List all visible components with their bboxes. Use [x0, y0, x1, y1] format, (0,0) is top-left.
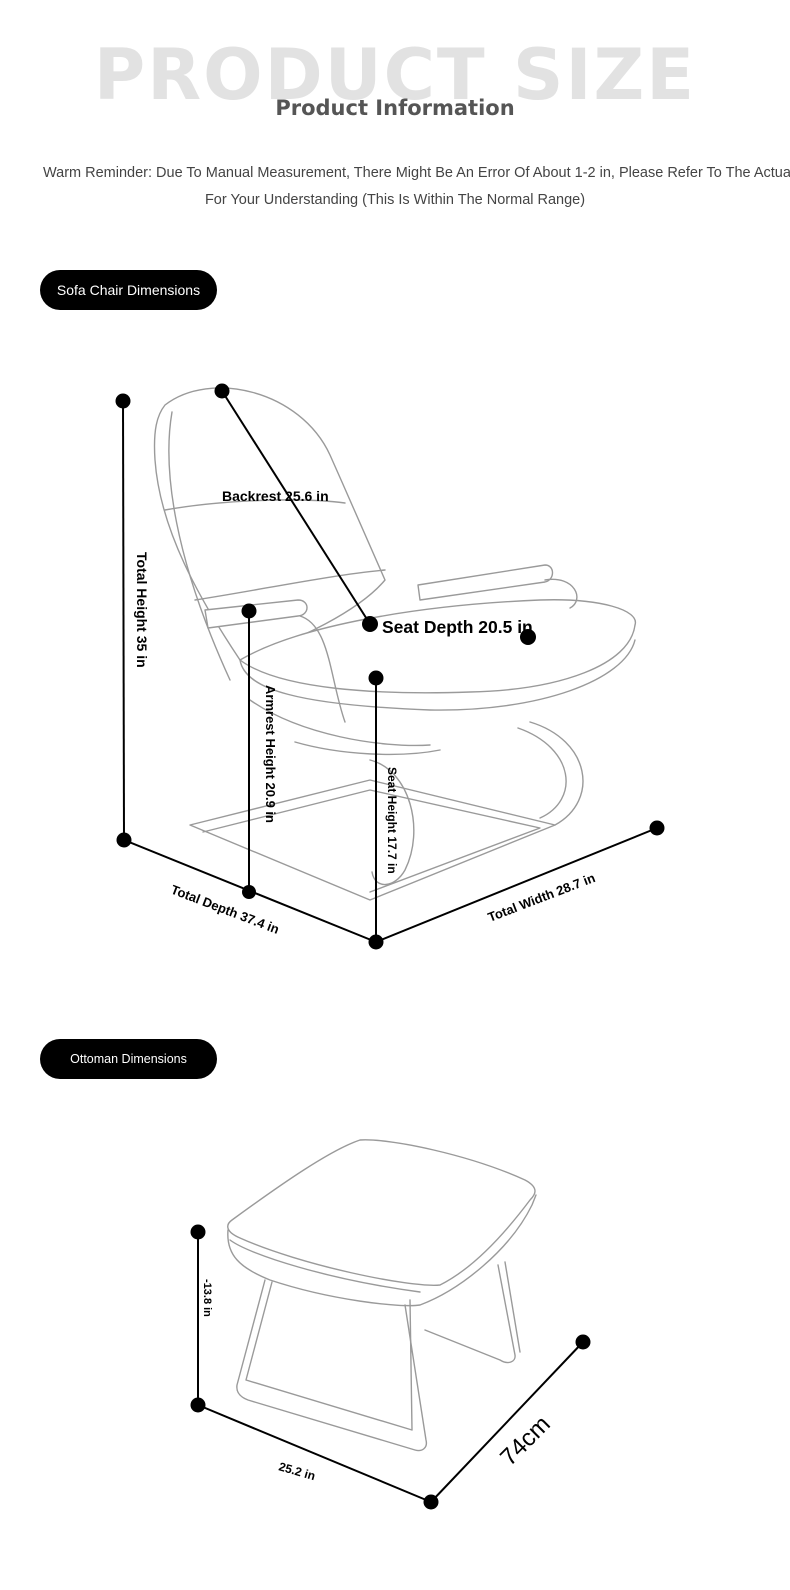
sofa-bolster: [369, 759, 415, 886]
total-width-end-dot: [649, 820, 665, 836]
sofa-backrest-edge: [168, 411, 231, 681]
sofa-right-arm-loop: [544, 578, 578, 609]
reminder-line-2: For Your Understanding (This Is Within T…: [204, 192, 586, 208]
sofa-base-frame-inner: [202, 789, 541, 893]
ottoman-section-label: Ottoman Dimensions: [40, 1039, 217, 1079]
sofa-seat-front: [239, 639, 636, 711]
ottoman-front-leg-inner: [245, 1281, 413, 1431]
seat-depth-start-dot: [362, 616, 378, 632]
total-height-line: [122, 400, 125, 841]
total-depth-label: Total Depth 37.4 in: [169, 882, 281, 937]
total-height-bottom-dot: [116, 832, 132, 848]
sofa-left-armrest: [204, 599, 308, 629]
base-corner-dot: [368, 934, 384, 950]
backrest-line: [221, 390, 371, 625]
backrest-top-dot: [214, 383, 230, 399]
ottoman-cushion-seam: [229, 1239, 421, 1293]
ottoman-depth-line: [197, 1404, 432, 1503]
total-width-label: Total Width 28.7 in: [486, 870, 598, 925]
sofa-base-frame: [189, 779, 556, 901]
sofa-section-label: Sofa Chair Dimensions: [40, 270, 217, 310]
total-height-top-dot: [115, 393, 131, 409]
armrest-bottom-dot: [242, 885, 256, 899]
ottoman-depth-label: 25.2 in: [277, 1459, 317, 1483]
background-title: PRODUCT SIZE: [93, 34, 697, 116]
armrest-height-label: Armrest Height 20.9 in: [263, 685, 278, 823]
sofa-left-arm-loop: [299, 615, 346, 723]
sofa-backrest: [153, 387, 386, 661]
sofa-seat-cushion: [239, 599, 636, 694]
ottoman-width-end-dot: [575, 1334, 591, 1350]
ottoman-corner-front-dot: [423, 1494, 439, 1510]
seat-depth-label: Seat Depth 20.5 in: [382, 617, 533, 637]
ottoman-cushion-side: [227, 1194, 537, 1307]
ottoman-illustration: [227, 1139, 537, 1452]
sofa-backrest-seam: [164, 499, 346, 511]
sofa-spring-outer: [529, 721, 584, 826]
ottoman-front-leg: [236, 1279, 428, 1452]
ottoman-width-line: [430, 1341, 584, 1503]
sofa-right-armrest: [417, 564, 554, 601]
seat-height-top-dot: [368, 670, 384, 686]
ottoman-rear-leg: [424, 1264, 516, 1364]
sofa-spring-inner: [517, 727, 567, 819]
backrest-label: Backrest 25.6 in: [222, 488, 329, 504]
ottoman-height-top-dot: [190, 1224, 206, 1240]
sofa-chair-illustration: [153, 387, 636, 901]
page-title: Product Information: [275, 96, 515, 120]
ottoman-width-label: 74cm: [495, 1411, 556, 1472]
total-width-line: [375, 827, 658, 943]
warm-reminder: Warm Reminder: Due To Manual Measurement…: [0, 160, 790, 214]
sofa-under-layer: [294, 741, 441, 756]
seat-height-label: Seat Height 17.7 in: [385, 767, 399, 874]
armrest-top-dot: [241, 603, 257, 619]
sofa-under-layer-2: [249, 699, 431, 747]
ottoman-corner-left-dot: [190, 1397, 206, 1413]
ottoman-rear-leg-edge: [504, 1261, 521, 1353]
seat-depth-end-dot: [520, 629, 536, 645]
ottoman-height-label: -13.8 in: [201, 1279, 213, 1317]
ottoman-cushion-top: [227, 1139, 536, 1286]
total-height-label: Total Height 35 in: [134, 552, 150, 668]
reminder-line-1: Warm Reminder: Due To Manual Measurement…: [43, 165, 790, 181]
sofa-backrest-seam-2: [194, 569, 386, 601]
